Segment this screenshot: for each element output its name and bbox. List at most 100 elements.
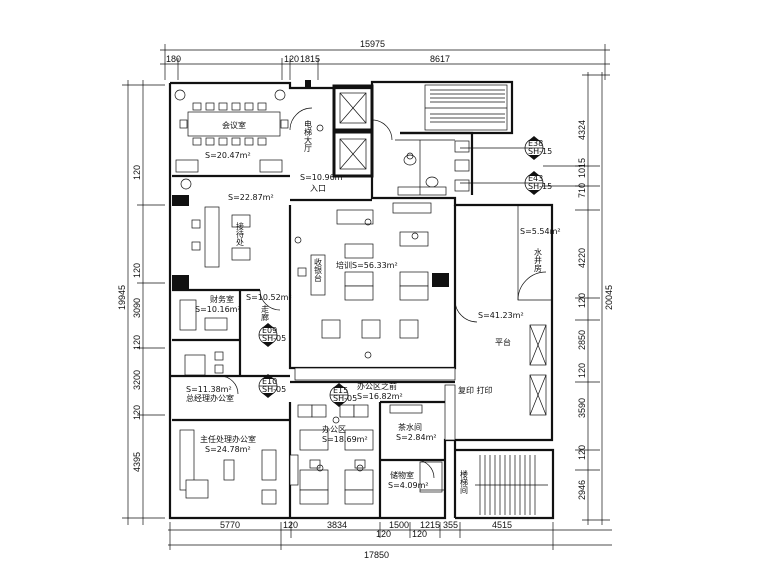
- lower-stair: [475, 455, 548, 515]
- svg-text:E43: E43: [528, 174, 543, 183]
- label-copy-room: 复印 打印: [458, 385, 493, 395]
- label-water-area: S=5.54m²: [520, 227, 561, 236]
- label-storage: 储物室: [390, 470, 414, 480]
- dim-bottom-total: 17850: [364, 550, 389, 560]
- columns: [172, 80, 449, 289]
- marker-e43: E43 SH-15: [524, 171, 552, 195]
- toilets: [395, 139, 470, 196]
- dim-left-seg: 120: [132, 405, 142, 420]
- dimension-texts: 15975 180 120 1815 8617 5770 120 3834 12…: [117, 39, 614, 560]
- dim-left-seg: 120: [132, 335, 142, 350]
- dim-right-total: 20045: [604, 285, 614, 310]
- svg-text:SH-05: SH-05: [262, 334, 286, 343]
- label-lobby-area: S=10.96m²: [300, 173, 346, 182]
- dim-bottom-seg: 1215: [420, 520, 440, 530]
- svg-text:E38: E38: [528, 139, 543, 148]
- dim-bottom-seg: 355: [443, 520, 458, 530]
- label-water-room: 水井房: [534, 247, 543, 273]
- label-stair: 楼梯间: [460, 469, 469, 495]
- equipment-cabinets: [389, 324, 547, 493]
- label-training-area: 培训S=56.33m²: [336, 260, 398, 270]
- dim-top-seg: 8617: [430, 54, 450, 64]
- dim-bottom-seg: 1500: [389, 520, 409, 530]
- conference-table: [174, 89, 289, 190]
- dim-right-seg: 4324: [577, 120, 587, 140]
- dim-bottom-seg: 3834: [327, 520, 347, 530]
- door-swings: [219, 107, 478, 491]
- dim-left-total: 19945: [117, 285, 127, 310]
- dim-left-seg: 120: [132, 263, 142, 278]
- label-platform: 平台: [495, 337, 511, 347]
- label-entrance: 入口: [310, 184, 326, 193]
- ceiling-lights: [294, 124, 419, 472]
- label-elevator-hall: 电梯大厅: [304, 119, 313, 152]
- marker-leaders: [460, 147, 582, 187]
- svg-text:SH-15: SH-15: [528, 182, 552, 191]
- dim-right-seg: 3590: [577, 398, 587, 418]
- dim-left-seg: 4395: [132, 452, 142, 472]
- label-reception: 接待处: [236, 221, 245, 247]
- dim-left-seg: 3200: [132, 370, 142, 390]
- dimension-lines: [122, 44, 612, 550]
- svg-text:SH-15: SH-15: [528, 147, 552, 156]
- svg-text:E10: E10: [262, 377, 277, 386]
- dim-top-seg: 180: [166, 54, 181, 64]
- elevators: [332, 84, 374, 178]
- dim-right-seg: 2946: [577, 480, 587, 500]
- svg-text:SH-05: SH-05: [333, 394, 357, 403]
- dim-top-total: 15975: [360, 39, 385, 49]
- dim-right-seg: 4220: [577, 248, 587, 268]
- dim-bottom-seg: 4515: [492, 520, 512, 530]
- label-hall-area: S=22.87m²: [228, 193, 274, 202]
- marker-e10: E10 SH-05: [258, 374, 286, 398]
- label-meeting-room: 会议室: [222, 120, 246, 130]
- label-tea-area: S=2.84m²: [396, 433, 437, 442]
- dim-right-seg: 710: [577, 183, 587, 198]
- label-office-zone: 办公区之前: [357, 381, 397, 391]
- marker-e15: E15 SH-05: [329, 383, 357, 407]
- label-storage-area: S=4.09m²: [388, 481, 429, 490]
- dim-right-seg: 1015: [577, 158, 587, 178]
- label-office-zone-area: S=16.82m²: [357, 392, 403, 401]
- dim-bottom-seg: 120: [376, 529, 391, 539]
- marker-e09: E09 SH-05: [258, 323, 286, 347]
- label-tea-room: 茶水间: [398, 422, 422, 432]
- label-corridor-area: S=10.52m²: [246, 293, 292, 302]
- training-desks: [294, 202, 456, 381]
- room-labels: 会议室 S=20.47m² S=22.87m² S=10.96m² 入口 S=1…: [186, 119, 561, 495]
- dim-left-seg: 120: [132, 165, 142, 180]
- dim-top-seg: 1815: [300, 54, 320, 64]
- label-vp-office: 总经理办公室: [186, 393, 234, 403]
- upper-stair: [424, 84, 508, 131]
- label-finance: 财务室: [210, 294, 234, 304]
- svg-text:SH-05: SH-05: [262, 385, 286, 394]
- label-counter: 收银台: [314, 257, 323, 283]
- executive-furniture: [179, 299, 299, 505]
- section-markers: E38 SH-15 E43 SH-15 E09 SH-05 E10 SH-05: [258, 136, 552, 407]
- dim-right-seg: 120: [577, 363, 587, 378]
- label-gm-area: S=24.78m²: [205, 445, 251, 454]
- water-room: [517, 205, 552, 301]
- svg-text:E09: E09: [262, 326, 277, 335]
- label-gm-office: 主任处理办公室: [200, 434, 256, 444]
- label-meeting-area: S=20.47m²: [205, 151, 251, 160]
- marker-e38: E38 SH-15: [524, 136, 552, 160]
- label-corridor: 走廊: [261, 305, 270, 322]
- dim-right-seg: 120: [577, 293, 587, 308]
- svg-text:E15: E15: [333, 386, 348, 395]
- label-platform-area: S=41.23m²: [478, 311, 524, 320]
- label-office-area: S=18.69m²: [322, 435, 368, 444]
- office-desks: [297, 404, 374, 505]
- label-finance-area: S=10.16m²: [195, 305, 241, 314]
- dim-left-seg: 3090: [132, 298, 142, 318]
- dim-bottom-seg: 5770: [220, 520, 240, 530]
- reception-desk: [191, 206, 251, 268]
- dim-bottom-seg: 120: [412, 529, 427, 539]
- dim-right-seg: 120: [577, 445, 587, 460]
- dim-right-seg: 2850: [577, 330, 587, 350]
- label-office: 办公区: [322, 424, 346, 434]
- dim-top-seg: 120: [284, 54, 299, 64]
- dim-bottom-seg: 120: [283, 520, 298, 530]
- label-vp-area: S=11.38m²: [186, 385, 232, 394]
